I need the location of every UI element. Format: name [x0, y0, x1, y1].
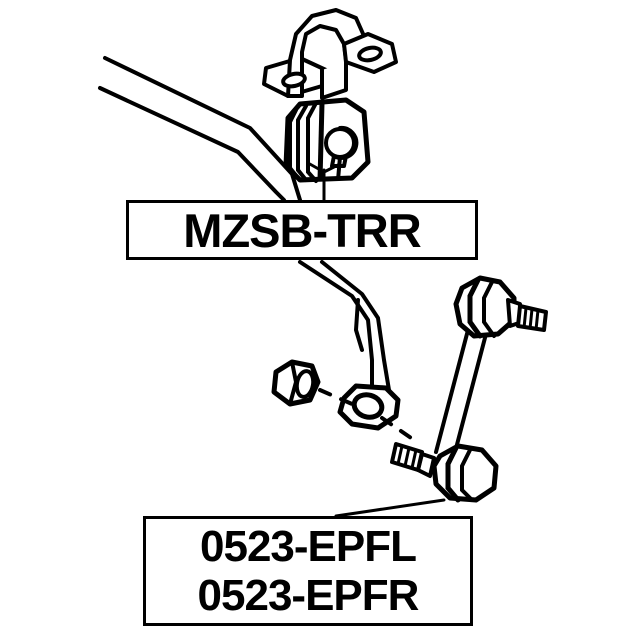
stabilizer-bar-lower-arm	[298, 260, 392, 398]
lower-ball-joint	[390, 442, 499, 503]
part-number-box-bushing[interactable]: MZSB-TRR	[126, 200, 478, 260]
mounting-bracket	[262, 8, 398, 100]
stabilizer-bar-bushing	[283, 97, 371, 183]
assembly-axis-dashed	[318, 388, 416, 442]
upper-ball-joint	[453, 275, 548, 339]
part-number-link-left: 0523-EPFL	[200, 521, 417, 571]
stabilizer-bar-upper	[98, 56, 302, 202]
leader-line-bushing	[306, 161, 342, 202]
part-number-box-link[interactable]: 0523-EPFL 0523-EPFR	[143, 516, 473, 626]
hex-nut	[271, 359, 321, 407]
part-number-bushing: MZSB-TRR	[183, 203, 421, 257]
stabilizer-link-rod	[434, 328, 488, 458]
part-number-link-right: 0523-EPFR	[197, 570, 420, 620]
leader-line-link	[334, 498, 446, 518]
